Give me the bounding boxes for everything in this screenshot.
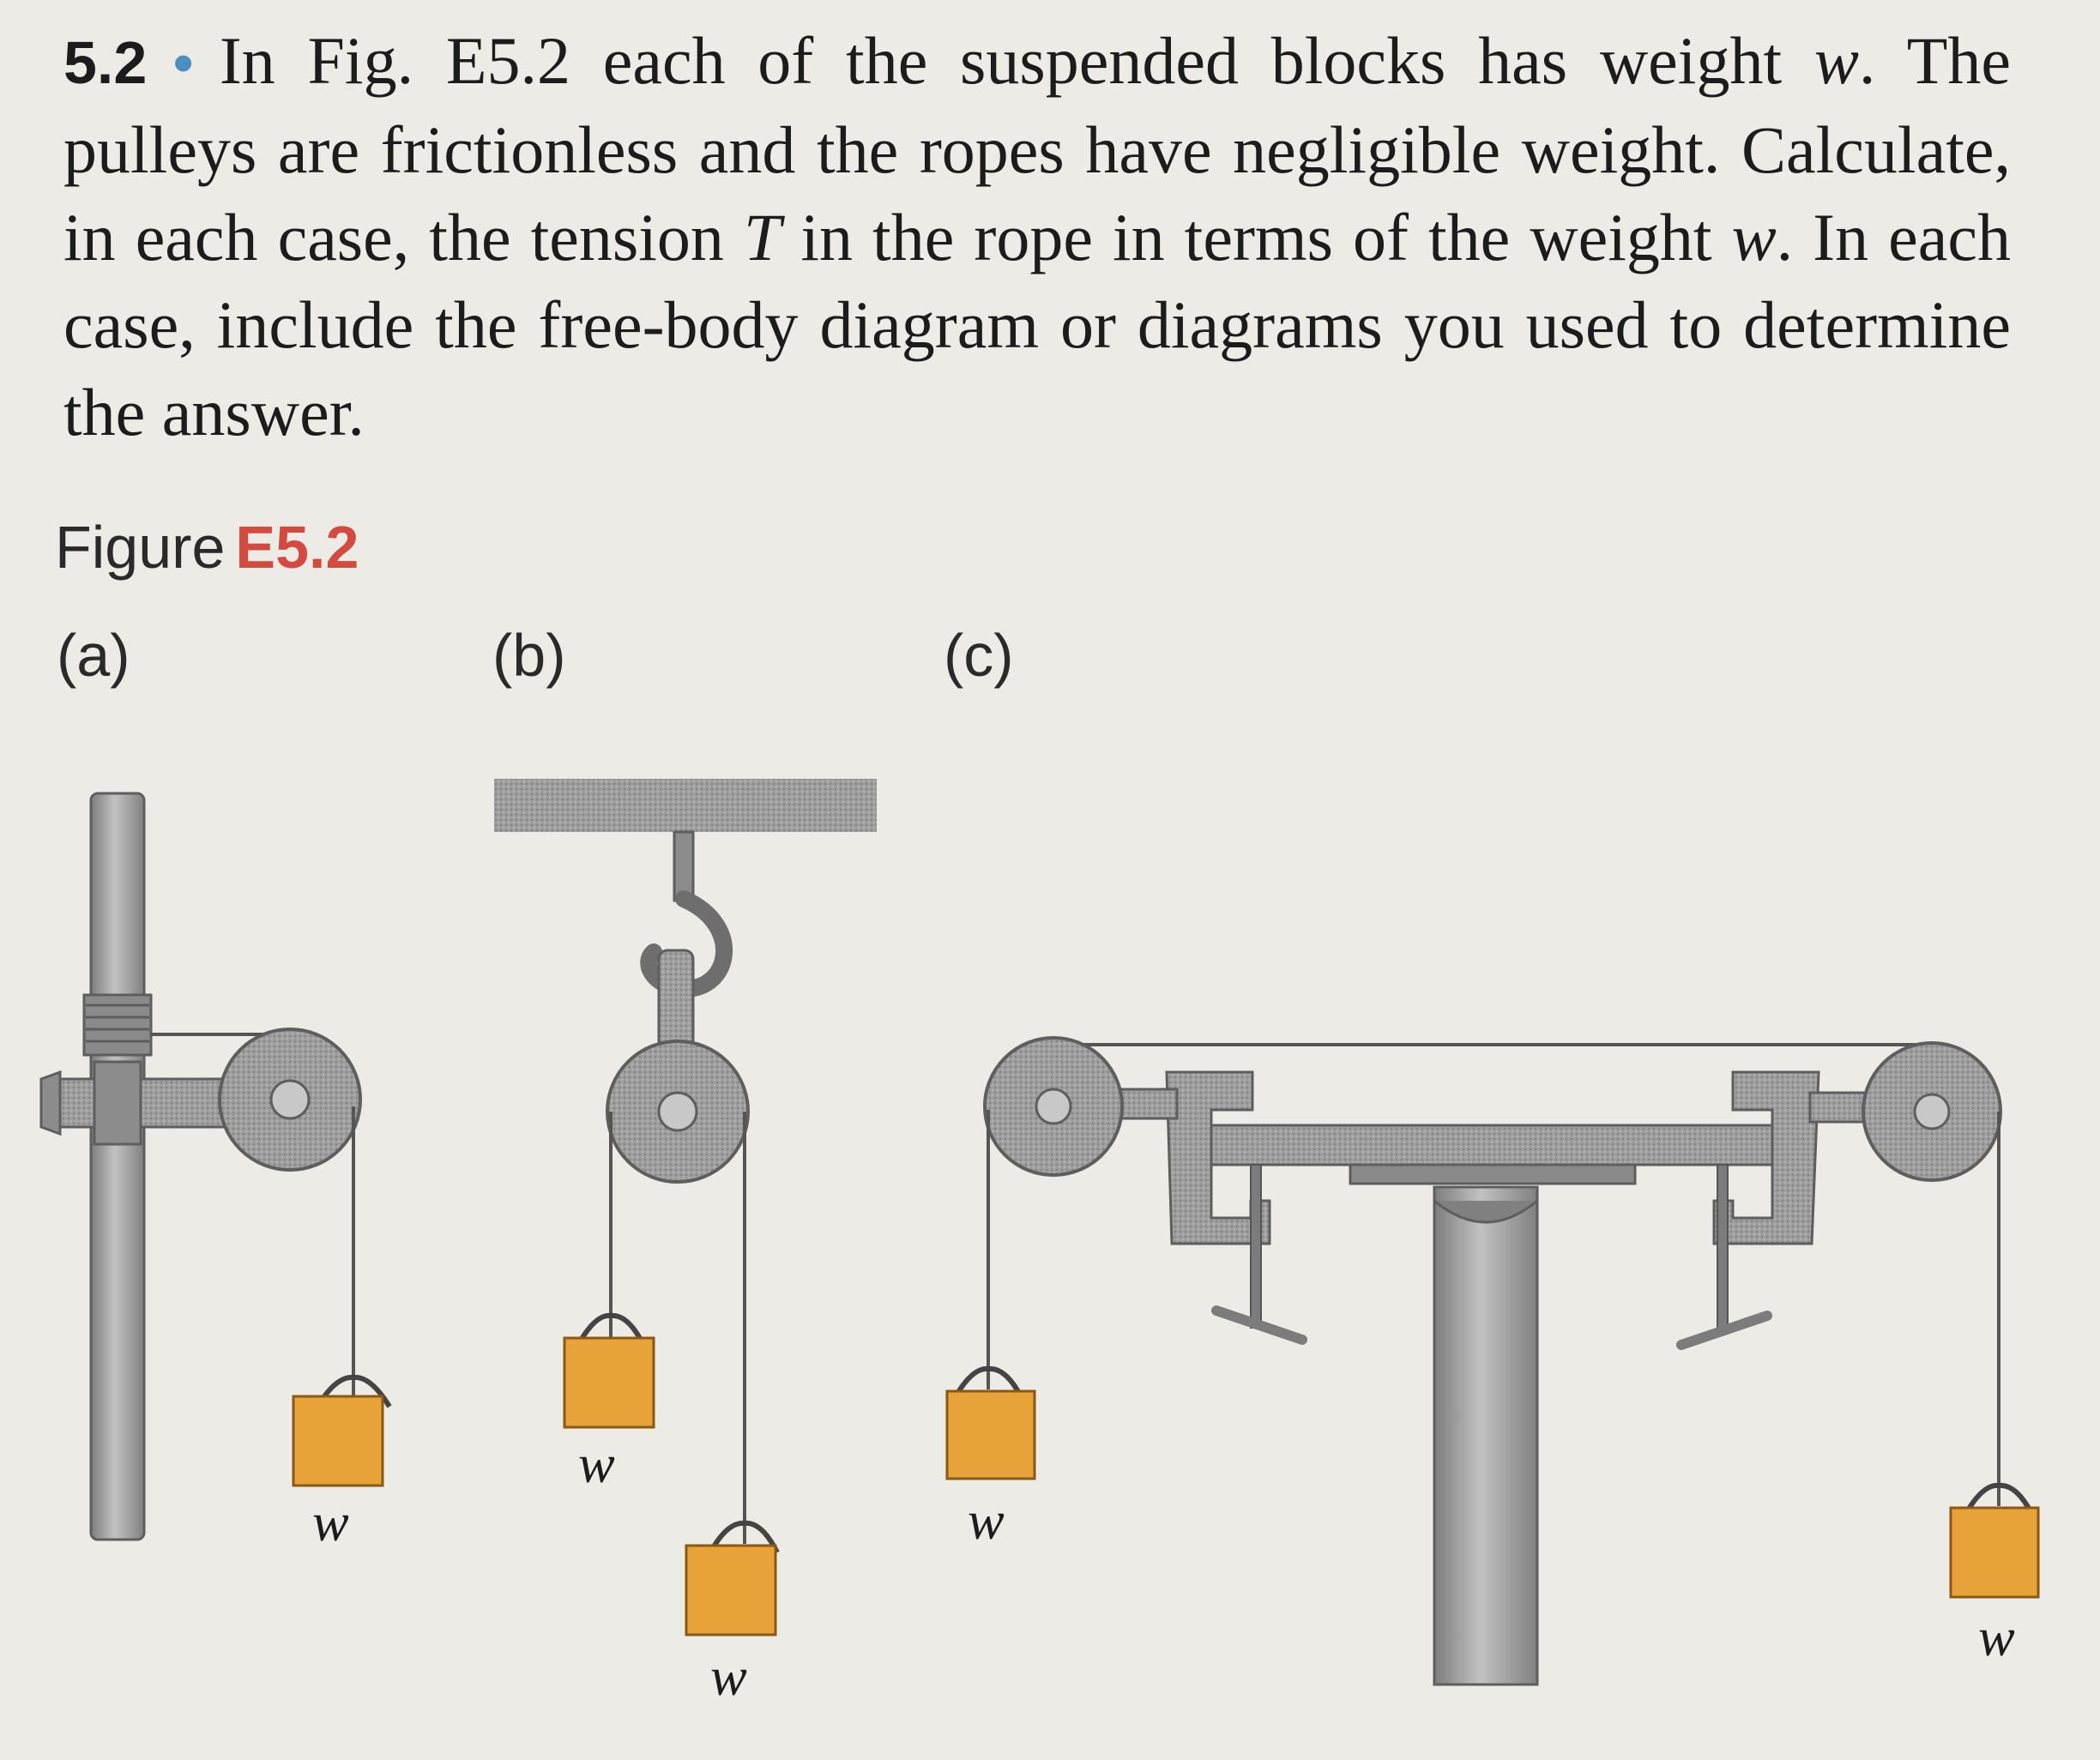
tension-symbol: T	[743, 200, 781, 274]
block-c1-hook	[953, 1365, 1023, 1398]
left-clamp-handle	[1211, 1305, 1307, 1345]
pulley-c-left-hub	[1035, 1088, 1072, 1125]
block-b1-label: w	[578, 1433, 615, 1494]
figure-code: E5.2	[235, 514, 359, 581]
table-post	[1433, 1185, 1539, 1686]
clamp-block	[93, 1060, 142, 1146]
panel-a-diagram	[39, 792, 392, 1541]
right-clamp-handle	[1676, 1311, 1772, 1350]
clamp-tip	[39, 1070, 62, 1136]
block-a	[292, 1395, 384, 1487]
ceiling	[494, 779, 877, 832]
table-post-top	[1433, 1199, 1538, 1224]
pulley-b-hub	[657, 1091, 698, 1132]
problem-statement: 5.2 • In Fig. E5.2 each of the suspended b…	[63, 17, 2011, 456]
problem-text-2: . The pulleys are frictionless and the r…	[63, 23, 2011, 274]
block-c2-label: w	[1978, 1606, 2015, 1667]
block-b2-label: w	[710, 1646, 747, 1707]
figure-word: Figure	[55, 514, 226, 581]
problem-text-4: . In each case, include the free-body di…	[63, 200, 2011, 449]
block-c1-label: w	[968, 1490, 1005, 1551]
pulley-a-hub	[269, 1079, 311, 1120]
panel-a-label: (a)	[57, 622, 130, 689]
pulley-c-right-hub	[1913, 1093, 1951, 1130]
panel-c-diagram	[945, 1036, 2040, 1686]
problem-text-3: in the rope in terms of the weight	[781, 200, 1732, 274]
block-b2	[685, 1544, 777, 1636]
block-a-label: w	[312, 1492, 349, 1552]
block-b1	[563, 1336, 655, 1429]
problem-bullet: •	[172, 29, 194, 96]
block-b2-hook	[708, 1520, 780, 1554]
table-top	[1196, 1124, 1786, 1166]
block-c2	[1949, 1506, 2040, 1599]
weight-symbol: w	[1813, 23, 1859, 98]
ceiling-hook	[640, 890, 733, 998]
right-c-clamp	[1712, 1070, 1820, 1245]
right-clamp-screw	[1717, 1164, 1729, 1329]
block-a-hook	[315, 1374, 392, 1408]
panel-c-label: (c)	[944, 622, 1014, 689]
block-b1-hook	[576, 1312, 646, 1347]
block-c2-hook	[1964, 1482, 2034, 1515]
weight-symbol-2: w	[1731, 200, 1777, 274]
problem-number: 5.2	[63, 29, 148, 96]
panel-b-diagram	[494, 779, 877, 1636]
vertical-rod	[89, 792, 146, 1541]
problem-text-1: In Fig. E5.2 each of the suspended block…	[219, 23, 1814, 98]
panel-b-label: (b)	[492, 622, 566, 689]
left-clamp-screw	[1250, 1164, 1262, 1329]
block-c1	[945, 1389, 1036, 1480]
